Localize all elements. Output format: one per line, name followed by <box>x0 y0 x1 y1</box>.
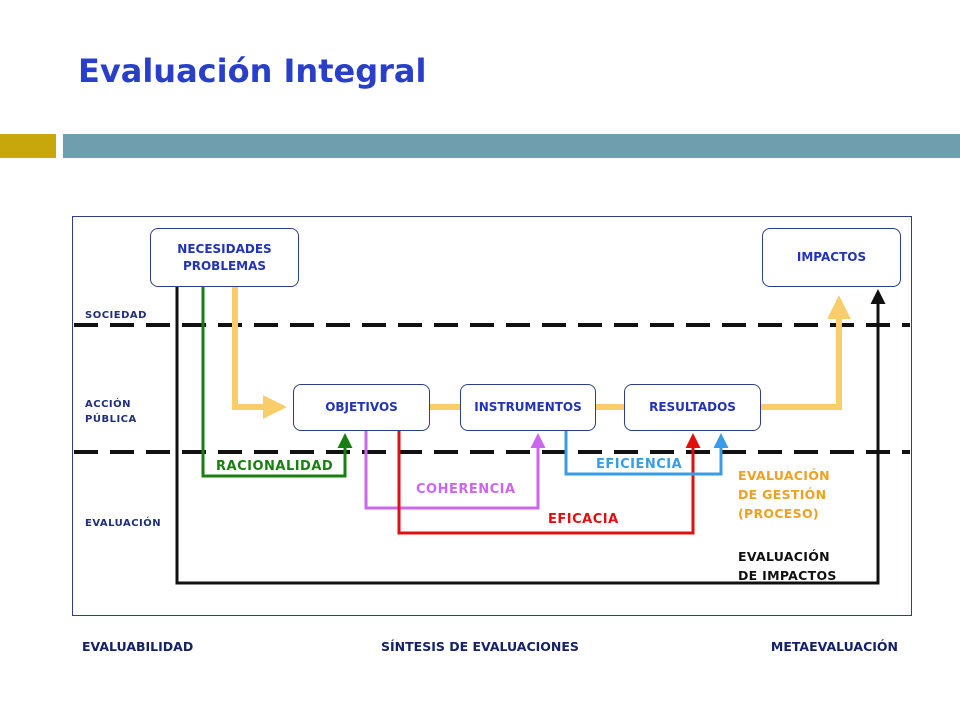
label-racionalidad: RACIONALIDAD <box>216 459 334 474</box>
footer-metaevaluacion: METAEVALUACIÓN <box>770 639 898 654</box>
label-evaluacion-gestion: EVALUACIÓN DE GESTIÓN (PROCESO) <box>738 466 830 523</box>
label-coherencia: COHERENCIA <box>416 482 516 497</box>
zone-label-accion-line2: PÚBLICA <box>85 414 137 425</box>
flow-arrow-necesidades-objetivos <box>232 287 287 419</box>
label-evaluacion-impactos: EVALUACIÓN DE IMPACTOS <box>738 547 837 585</box>
label-impactos-line2: DE IMPACTOS <box>738 568 837 583</box>
box-objetivos-label: OBJETIVOS <box>325 400 398 414</box>
diagram-frame <box>72 216 912 616</box>
label-gestion-line2: DE GESTIÓN <box>738 487 827 502</box>
box-instrumentos: INSTRUMENTOS <box>460 384 596 431</box>
accent-bar-teal <box>63 134 960 158</box>
flow-arrow-resultados-impactos <box>761 295 851 410</box>
label-gestion-line1: EVALUACIÓN <box>738 468 830 483</box>
box-objetivos: OBJETIVOS <box>293 384 430 431</box>
coherencia-arrow <box>364 430 546 510</box>
label-eficacia: EFICACIA <box>548 512 619 527</box>
box-resultados-label: RESULTADOS <box>649 400 736 414</box>
label-gestion-line3: (PROCESO) <box>738 506 819 521</box>
box-necesidades-line2: PROBLEMAS <box>182 258 267 273</box>
box-instrumentos-label: INSTRUMENTOS <box>474 400 582 414</box>
racionalidad-arrow <box>201 287 353 478</box>
impactos-arrow <box>175 287 886 585</box>
zone-label-accion-line1: ACCIÓN <box>85 399 132 410</box>
label-impactos-line1: EVALUACIÓN <box>738 549 830 564</box>
box-impactos-label: IMPACTOS <box>796 250 867 264</box>
footer-evaluabilidad: EVALUABILIDAD <box>82 639 194 654</box>
eficacia-arrow <box>397 430 701 535</box>
accent-bar-gold <box>0 134 56 158</box>
box-impactos: IMPACTOS <box>762 228 901 287</box>
page-title: Evaluación Integral <box>78 52 427 90</box>
box-resultados: RESULTADOS <box>624 384 761 431</box>
zone-label-evaluacion: EVALUACIÓN <box>85 518 162 529</box>
box-necesidades-line1: NECESIDADES <box>177 241 272 256</box>
box-necesidades-problemas: NECESIDADES PROBLEMAS <box>150 228 299 287</box>
footer-sintesis-evaluaciones: SÍNTESIS DE EVALUACIONES <box>381 639 579 654</box>
zone-label-sociedad: SOCIEDAD <box>85 310 147 321</box>
eficiencia-arrow <box>564 430 729 476</box>
zone-label-accion-publica: ACCIÓN PÚBLICA <box>85 397 137 427</box>
label-eficiencia: EFICIENCIA <box>596 457 683 472</box>
